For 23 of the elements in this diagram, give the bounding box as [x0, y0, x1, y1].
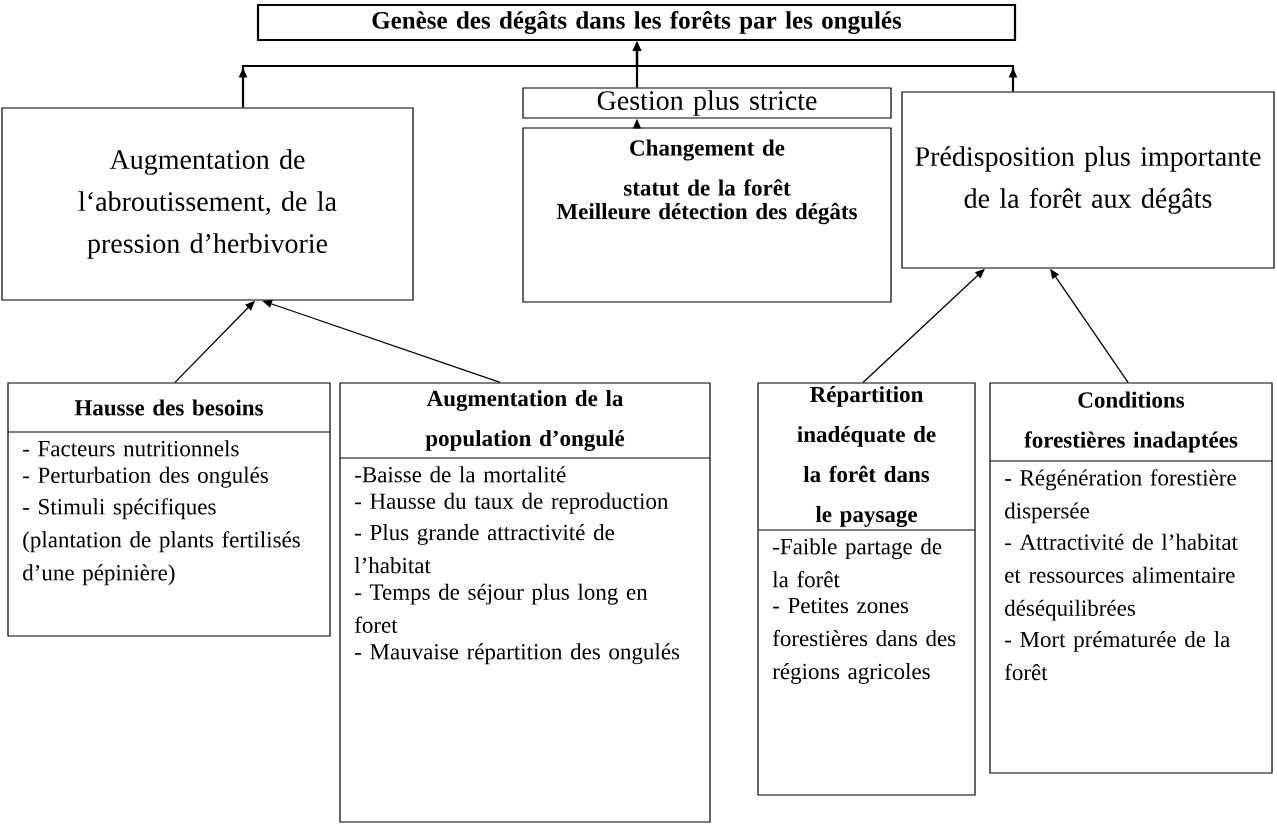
list-item: - Petites zones forestières dans des régions agricoles	[772, 597, 956, 684]
list-item: - Mort prématurée de la forêt	[1004, 631, 1230, 681]
cause-box: Augmentation de l‘abroutissement, de la pression d’herbivorie	[1, 107, 414, 301]
box-heading: Augmentation de la population d’ongulé	[425, 390, 625, 452]
list-item: -Baisse de la mortalité	[355, 466, 566, 483]
box-text: Meilleure détection des dégâts	[556, 202, 857, 225]
box-text: Changement de statut de la forêt	[624, 139, 791, 196]
list-item: - Hausse du taux de reproduction	[355, 492, 669, 514]
box-heading: Hausse des besoins	[74, 399, 263, 416]
list-item: - Facteurs nutritionnels	[23, 440, 239, 457]
list-item: - Stimuli spécifiques (plantation de plants fertilisés d’une pépinière)	[23, 498, 300, 586]
list-item: -Faible partage de la forêt	[772, 538, 942, 588]
list-item: - Plus grande attractivité de l’habitat	[354, 524, 614, 574]
list-item: - Mauvaise répartition des ongulés	[355, 643, 680, 665]
cause-box: Gestion plus stricte	[522, 87, 892, 119]
title-box: Genèse des dégâts dans les forêts par les ongulés	[256, 3, 1017, 42]
list-item: - Perturbation des ongulés	[23, 466, 268, 488]
box-heading: Conditions forestières inadaptées	[1024, 391, 1238, 453]
list-item: - Temps de séjour plus long en foret	[354, 583, 648, 633]
cause-box: Prédisposition plus importante de la forêt aux dégâts	[901, 91, 1275, 269]
box-heading: Répartition inadéquate de la forêt dans le paysage	[797, 386, 936, 528]
list-item: - Attractivité de l’habitat et ressources alimentaire déséquilibrées	[1005, 533, 1238, 621]
list-item: - Régénération forestière dispersée	[1005, 469, 1236, 524]
